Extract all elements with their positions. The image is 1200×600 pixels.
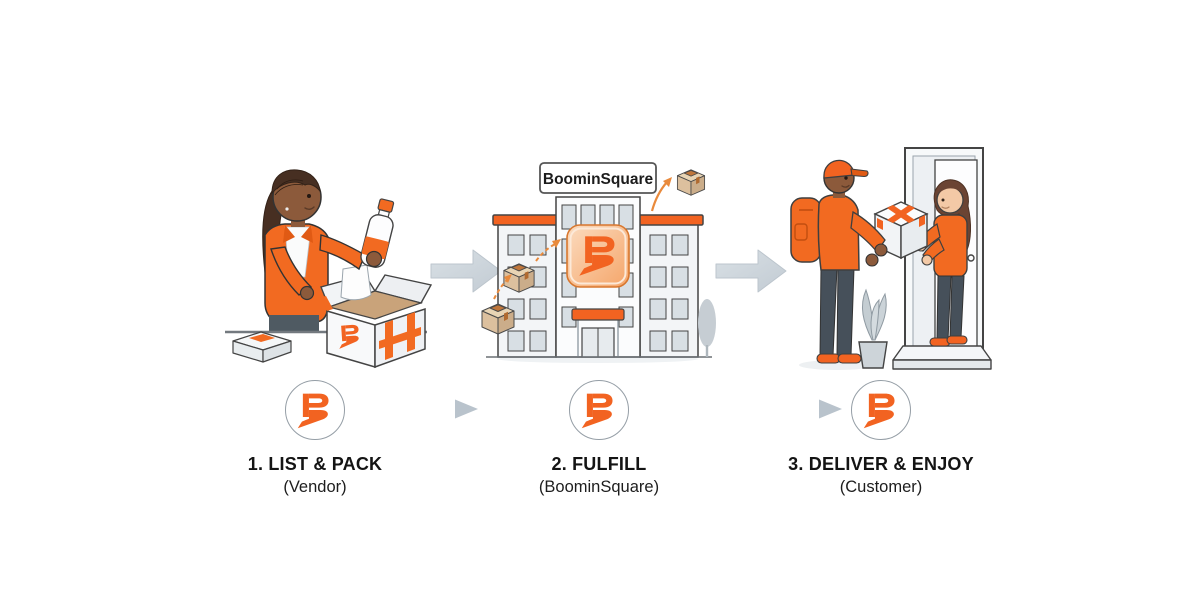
- left-awning: [492, 214, 562, 226]
- outgoing-parcel: [650, 169, 706, 212]
- step-circle-list-pack: [285, 380, 345, 440]
- step-3-sublabel: (Customer): [839, 478, 923, 496]
- packing-paper: [340, 264, 372, 301]
- courier-legs: [819, 267, 855, 357]
- arrowhead-icon: [455, 399, 478, 419]
- delivery-box-tape: [877, 205, 925, 230]
- step-2-sublabel: (BoominSquare): [538, 478, 660, 496]
- building-entrance: [571, 308, 625, 358]
- potted-plant: [858, 288, 888, 369]
- door-knob: [967, 254, 975, 262]
- vendor-earring: [285, 207, 289, 211]
- b-logo-icon: [294, 389, 336, 431]
- small-package: [232, 331, 292, 363]
- arrowhead-icon: [819, 399, 842, 419]
- vendor-left-arm: [270, 246, 315, 301]
- courier-head: [823, 159, 869, 198]
- dashed-arrow-icon: [535, 243, 556, 262]
- step-circle-deliver: [851, 380, 911, 440]
- vendor-eye: [307, 194, 311, 198]
- building-logo-badge: [566, 224, 630, 288]
- courier-cap-brim: [850, 168, 869, 178]
- vendor-head: [271, 169, 322, 227]
- courier-shirt: [817, 194, 860, 271]
- porch-step: [892, 345, 992, 370]
- step-2-text: 2. FULFILL (BoominSquare): [459, 452, 739, 499]
- block-right-arrow-icon: [430, 249, 502, 293]
- wing-windows: [507, 234, 689, 352]
- tree: [698, 299, 716, 357]
- box-tape: [379, 312, 421, 360]
- delivery-illustration: [790, 147, 992, 370]
- right-awning: [634, 214, 704, 226]
- step-2-label: 2. FULFILL: [551, 454, 647, 474]
- fulfillment-center-illustration: BoominSquare: [481, 162, 716, 363]
- building-sign: BoominSquare: [539, 162, 657, 194]
- step-3-label: 3. DELIVER & ENJOY: [788, 454, 974, 474]
- plant-pot: [858, 341, 888, 369]
- incoming-parcels: [481, 239, 561, 335]
- courier-shoes: [816, 353, 862, 364]
- step-3-text: 3. DELIVER & ENJOY (Customer): [741, 452, 1021, 499]
- connector-arrow-2: [648, 399, 842, 419]
- step-1-text: 1. LIST & PACK (Vendor): [175, 452, 455, 499]
- customer: [915, 179, 971, 347]
- b-logo-icon: [860, 389, 902, 431]
- step-circle-fulfill: [569, 380, 629, 440]
- connector-arrow-1: [362, 399, 478, 419]
- building-sign-text: BoominSquare: [543, 171, 654, 188]
- courier-cap: [823, 159, 855, 179]
- entrance-awning: [571, 308, 625, 321]
- flow-arrow-fulfillment-to-customer: [715, 249, 787, 293]
- open-carton-box: [320, 264, 433, 369]
- courier: [790, 159, 888, 364]
- vendor-packing-illustration: [225, 169, 433, 370]
- customer-legs: [936, 275, 965, 341]
- b-logo-icon: [578, 389, 620, 431]
- vendor-right-hand: [365, 250, 383, 268]
- block-right-arrow-icon: [715, 249, 787, 293]
- vendor-right-arm: [319, 234, 366, 271]
- step-1-sublabel: (Vendor): [283, 478, 347, 496]
- flow-arrow-vendor-to-fulfillment: [430, 249, 502, 293]
- customer-shoes: [929, 335, 968, 347]
- dashed-arrow-icon: [493, 279, 508, 300]
- step-1-label: 1. LIST & PACK: [247, 454, 383, 474]
- curved-arrow-icon: [650, 181, 668, 212]
